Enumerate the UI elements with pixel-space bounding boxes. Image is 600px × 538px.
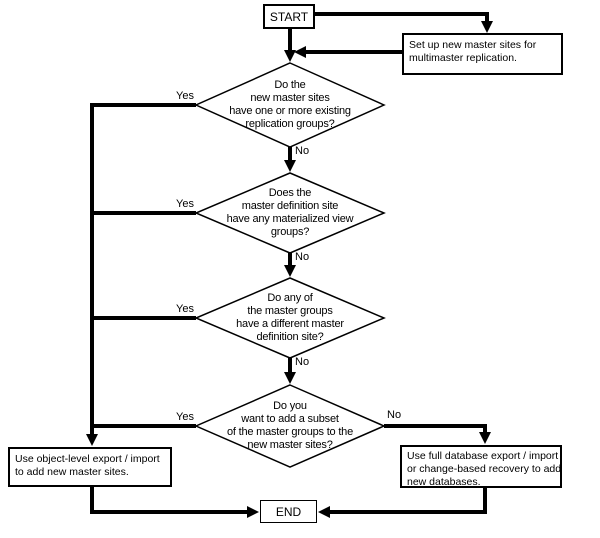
decision-4-text-line: new master sites?: [247, 439, 333, 451]
decision-2-text-line: master definition site: [241, 200, 339, 212]
decision-1-text-line: replication groups?: [245, 118, 335, 130]
decision-3-text: Do any of the master groups have a diffe…: [200, 292, 380, 344]
decision-diamond-2: [194, 172, 386, 254]
arrowhead-into-left-outcome: [86, 434, 98, 446]
decision4-no-line: [384, 424, 487, 434]
start-node: START: [263, 4, 315, 29]
decision-4-text-line: of the master groups to the: [226, 426, 354, 438]
start-to-setup-line: [315, 12, 489, 23]
decision-3-text-line: Do any of: [267, 292, 313, 304]
decision-3-text-line: the master groups: [247, 305, 333, 317]
decision-diamond-1: [194, 62, 386, 148]
yes-outcome-node: Use object-level export / import to add …: [8, 447, 172, 487]
decision-1-text-line: have one or more existing: [229, 105, 351, 117]
setup-node-line: multimaster replication.: [409, 52, 517, 64]
yes-trunk-line: [90, 103, 196, 436]
decision-diamonds: [194, 62, 386, 468]
arrowhead-into-decision2: [284, 160, 296, 172]
no-outcome-line: Use full database export / import: [407, 450, 559, 462]
decision-2-text: Does the master definition site have any…: [200, 187, 380, 239]
decision-1-yes-label: Yes: [176, 90, 194, 102]
arrowhead-into-decision1: [284, 50, 296, 62]
no-outcome-line: new databases.: [407, 476, 481, 488]
arrowhead-into-end-left: [247, 506, 259, 518]
decision-4-text-line: want to add a subset: [241, 413, 339, 425]
decision-2-text-line: Does the: [268, 187, 312, 199]
arrowhead-into-decision3: [284, 265, 296, 277]
decision-1-text-line: Do the: [274, 79, 306, 91]
decision-3-no-label: No: [295, 356, 310, 368]
decision-3-text-line: definition site?: [256, 331, 324, 343]
decision-4-no-label: No: [387, 409, 402, 421]
arrowhead-into-setup: [481, 21, 493, 33]
setup-node: Set up new master sites for multimaster …: [402, 33, 563, 75]
decision-3-yes-label: Yes: [176, 303, 194, 315]
decision-2-text-line: groups?: [270, 226, 310, 238]
connector-lines: [90, 12, 489, 514]
decision-1-text-line: new master sites: [250, 92, 330, 104]
decision-4-text: Do you want to add a subset of the maste…: [200, 400, 380, 452]
decision-1-no-label: No: [295, 145, 310, 157]
no-outcome-line: or change-based recovery to add: [407, 463, 562, 475]
end-node: END: [260, 500, 317, 523]
arrowhead-into-right-outcome: [479, 432, 491, 444]
decision-4-text-line: Do you: [273, 400, 307, 412]
no-outcome-node: Use full database export / import or cha…: [400, 445, 562, 488]
arrowhead-into-decision4: [284, 372, 296, 384]
arrowheads: [86, 21, 493, 518]
left-outcome-to-end-line: [90, 487, 249, 514]
right-outcome-to-end-line: [328, 488, 487, 514]
decision-1-text: Do the new master sites have one or more…: [200, 79, 380, 131]
decision-diamond-3: [194, 277, 386, 359]
yes-outcome-line: to add new master sites.: [15, 466, 129, 478]
arrowhead-setup-feedback: [294, 46, 306, 58]
decision-2-text-line: have any materialized view: [226, 213, 354, 225]
arrowhead-into-end-right: [318, 506, 330, 518]
yes-outcome-line: Use object-level export / import: [15, 453, 160, 465]
decision-2-no-label: No: [295, 251, 310, 263]
setup-node-line: Set up new master sites for: [409, 39, 537, 51]
decision-3-text-line: have a different master: [236, 318, 344, 330]
decision-diamond-4: [194, 384, 386, 468]
decision-2-yes-label: Yes: [176, 198, 194, 210]
decision-4-yes-label: Yes: [176, 411, 194, 423]
